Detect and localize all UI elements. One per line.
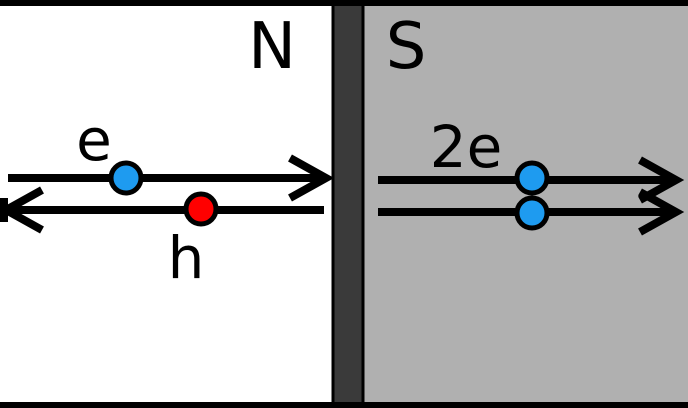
- cooper-pair-particle-2: [514, 195, 550, 231]
- cooper-pair-particle-1: [514, 160, 550, 196]
- hole-label: h: [168, 224, 205, 292]
- electron-particle: [108, 160, 144, 196]
- normal-region: [0, 0, 334, 408]
- barrier: [334, 4, 362, 404]
- cooper-pair-label: 2e: [430, 113, 503, 181]
- superconductor-region-label: S: [386, 10, 427, 84]
- reflected-hole-arrow: [0, 186, 324, 234]
- normal-region-label: N: [248, 10, 296, 84]
- electron-label: e: [76, 106, 112, 174]
- incident-electron-arrow: [8, 154, 335, 202]
- hole-particle: [183, 191, 219, 227]
